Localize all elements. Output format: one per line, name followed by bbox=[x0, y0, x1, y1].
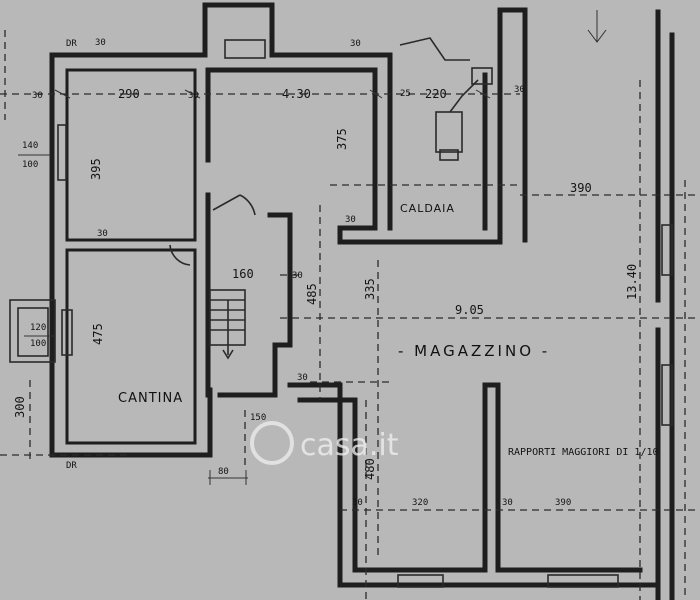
dimension-ticks bbox=[54, 10, 607, 485]
dim-430: 4.30 bbox=[282, 87, 311, 101]
dim-300: 300 bbox=[13, 396, 27, 418]
dim-25: 25 bbox=[400, 89, 411, 99]
dim-30k: 30 bbox=[95, 38, 106, 48]
reference-lines bbox=[0, 30, 700, 600]
dim-30d: 30 bbox=[292, 271, 303, 281]
dim-30b: 30 bbox=[188, 91, 199, 101]
dim-30f: 30 bbox=[502, 498, 513, 508]
dim-480: 480 bbox=[363, 458, 377, 480]
windows bbox=[9, 39, 673, 588]
staircase bbox=[169, 194, 256, 360]
window-label-140: 140 bbox=[22, 141, 38, 151]
dim-485: 485 bbox=[305, 283, 319, 305]
scale-note: RAPPORTI MAGGIORI DI 1/10 bbox=[508, 447, 659, 458]
dim-290: 290 bbox=[118, 87, 140, 101]
walls bbox=[49, 2, 675, 600]
dim-905: 9.05 bbox=[455, 303, 484, 317]
dim-220: 220 bbox=[425, 87, 447, 101]
dim-30c: 30 bbox=[514, 85, 525, 95]
dim-30h: 30 bbox=[97, 229, 108, 239]
dim-390: 390 bbox=[570, 181, 592, 195]
dim-320: 320 bbox=[412, 498, 428, 508]
dim-1340: 13.40 bbox=[625, 264, 639, 300]
tag-dr-top: DR bbox=[66, 39, 77, 49]
dim-150: 150 bbox=[250, 413, 266, 423]
dim-475: 475 bbox=[91, 323, 105, 345]
window-label-120: 120 bbox=[30, 323, 46, 333]
tag-dr-bottom: DR bbox=[66, 461, 77, 471]
dim-30j: 30 bbox=[350, 39, 361, 49]
dim-30a: 30 bbox=[32, 91, 43, 101]
room-label-cantina: CANTINA bbox=[118, 391, 183, 406]
dim-390b: 390 bbox=[555, 498, 571, 508]
watermark-logo bbox=[250, 421, 294, 465]
window-label-100a: 100 bbox=[22, 160, 38, 170]
dim-375: 375 bbox=[335, 128, 349, 150]
dim-395: 395 bbox=[89, 158, 103, 180]
window-label-100b: 100 bbox=[30, 339, 46, 349]
dim-335: 335 bbox=[363, 278, 377, 300]
dim-80: 80 bbox=[218, 467, 229, 477]
watermark-text: casa.it bbox=[300, 428, 399, 463]
dim-160: 160 bbox=[232, 267, 254, 281]
room-label-magazzino: - MAGAZZINO - bbox=[398, 342, 550, 360]
dim-30i: 30 bbox=[345, 215, 356, 225]
dim-30e: 30 bbox=[352, 498, 363, 508]
dim-30g: 30 bbox=[297, 373, 308, 383]
room-label-caldaia: CALDAIA bbox=[400, 202, 455, 215]
boiler-unit bbox=[399, 37, 493, 161]
